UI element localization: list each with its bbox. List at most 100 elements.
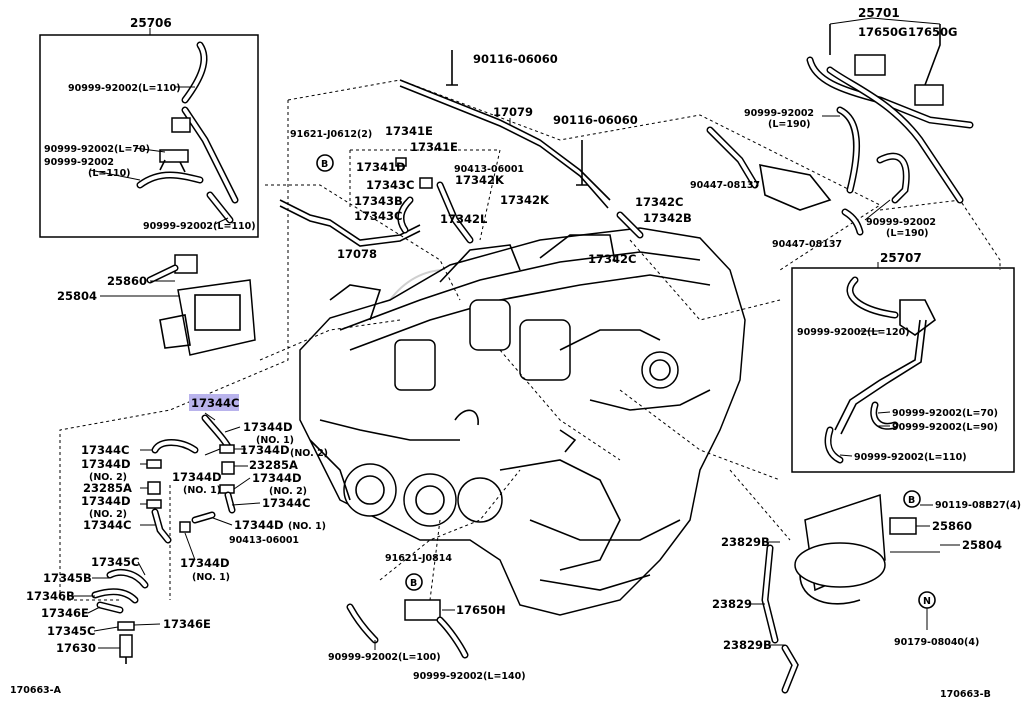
hose-cluster-left (140, 412, 261, 561)
highlight-box (189, 394, 239, 411)
label-no1-a[interactable]: (NO. 1) (256, 435, 294, 446)
label-17344d-c[interactable]: 17344D (81, 457, 131, 471)
label-23829[interactable]: 23829 (712, 597, 752, 611)
label-17344d-a[interactable]: 17344D (243, 420, 293, 434)
label-17344c-highlighted[interactable]: 17344C (191, 396, 239, 410)
label-17342k-a[interactable]: 17342K (455, 173, 505, 187)
assembly-25707 (791, 262, 1015, 473)
label-90999-e[interactable]: 90999-92002(L=120) (797, 327, 910, 338)
label-90413-b[interactable]: 90413-06001 (229, 535, 299, 546)
label-25860-a[interactable]: 25860 (107, 274, 147, 288)
label-90999-g[interactable]: 90999-92002(L=90) (892, 422, 998, 433)
label-17344d-d[interactable]: 17344D (172, 470, 222, 484)
label-17650h[interactable]: 17650H (456, 603, 506, 617)
mark-b-3: B (908, 495, 915, 506)
label-17344c-c[interactable]: 17344C (83, 518, 131, 532)
assembly-25701 (806, 17, 974, 221)
label-17341e-b[interactable]: 17341E (410, 140, 458, 154)
label-90999-a[interactable]: 90999-92002(L=110) (68, 83, 181, 94)
label-90999-r1[interactable]: 90999-92002 (744, 108, 814, 119)
circle-marks: B B B N (321, 159, 931, 607)
label-90999-f[interactable]: 90999-92002(L=70) (892, 408, 998, 419)
label-90413-a[interactable]: 90413-06001 (454, 164, 524, 175)
label-23829b-b[interactable]: 23829B (723, 638, 772, 652)
label-90999-h[interactable]: 90999-92002(L=110) (854, 452, 967, 463)
diagram-code-b: 170663-B (940, 689, 991, 700)
vsv-left (100, 254, 256, 356)
label-90999-d[interactable]: 90999-92002(L=110) (143, 221, 256, 232)
label-17650g-a[interactable]: 17650G (858, 25, 907, 39)
label-17341e-a[interactable]: 17341E (385, 124, 433, 138)
mark-n: N (923, 596, 931, 607)
label-25804-a[interactable]: 25804 (57, 289, 97, 303)
label-17346b[interactable]: 17346B (26, 589, 75, 603)
label-17342c-a[interactable]: 17342C (635, 195, 683, 209)
label-17345b[interactable]: 17345B (43, 571, 92, 585)
label-17342k-b[interactable]: 17342K (500, 193, 550, 207)
label-90119[interactable]: 90119-08B27(4) (935, 500, 1021, 511)
label-17344d-g[interactable]: 17344D (234, 518, 284, 532)
label-17078[interactable]: 17078 (337, 247, 377, 261)
label-25804-b[interactable]: 25804 (962, 538, 1002, 552)
label-no1-d[interactable]: (NO. 1) (192, 572, 230, 583)
label-23285a-a[interactable]: 23285A (249, 458, 298, 472)
label-90179[interactable]: 90179-08040(4) (894, 637, 979, 648)
label-23829b-a[interactable]: 23829B (721, 535, 770, 549)
label-17344c-a[interactable]: 17344C (81, 443, 129, 457)
vsv-right (750, 490, 960, 694)
label-no2-a[interactable]: (NO. 2) (290, 448, 328, 459)
label-90116-b[interactable]: 90116-06060 (553, 113, 638, 127)
label-91621-a[interactable]: 91621-J0612(2) (290, 129, 372, 140)
label-17343c-a[interactable]: 17343C (366, 178, 414, 192)
label-25706[interactable]: 25706 (130, 16, 172, 30)
label-17342l[interactable]: 17342L (440, 212, 488, 226)
label-91621-b[interactable]: 91621-J0814 (385, 553, 452, 564)
label-17342c-b[interactable]: 17342C (588, 252, 636, 266)
label-17345c-a[interactable]: 17345C (91, 555, 139, 569)
label-90999-c[interactable]: 90999-92002 (44, 157, 114, 168)
label-17343c-b[interactable]: 17343C (354, 209, 402, 223)
label-17344c-b[interactable]: 17344C (262, 496, 310, 510)
label-17079[interactable]: 17079 (493, 105, 533, 119)
label-17344d-h[interactable]: 17344D (180, 556, 230, 570)
label-25701[interactable]: 25701 (858, 6, 900, 20)
part-labels: 25706 25701 17650G 17650G 90116-06060 17… (10, 6, 1021, 700)
vacuum-pipes (279, 50, 864, 247)
label-c-length[interactable]: (L=110) (88, 168, 131, 179)
label-no1-c[interactable]: (NO. 1) (288, 521, 326, 532)
label-90447-b[interactable]: 90447-08137 (772, 239, 842, 250)
label-90999-i[interactable]: 90999-92002(L=100) (328, 652, 441, 663)
label-17343b[interactable]: 17343B (354, 194, 403, 208)
label-17344d-e[interactable]: 17344D (252, 471, 302, 485)
label-17345c-b[interactable]: 17345C (47, 624, 95, 638)
label-25860-b[interactable]: 25860 (932, 519, 972, 533)
label-90999-r2[interactable]: 90999-92002 (866, 217, 936, 228)
label-r1-length[interactable]: (L=190) (768, 119, 811, 130)
label-no1-b[interactable]: (NO. 1) (183, 485, 221, 496)
mark-b-2: B (410, 578, 417, 589)
label-17346e-a[interactable]: 17346E (41, 606, 89, 620)
label-r2-length[interactable]: (L=190) (886, 228, 929, 239)
engine-block (299, 227, 746, 616)
label-17344d-b[interactable]: 17344D (240, 443, 290, 457)
label-17346e-b[interactable]: 17346E (163, 617, 211, 631)
label-17344d-f[interactable]: 17344D (81, 494, 131, 508)
hose-cluster-bottom-left (72, 561, 161, 664)
label-17630[interactable]: 17630 (56, 641, 96, 655)
label-no2-b[interactable]: (NO. 2) (89, 472, 127, 483)
label-25707[interactable]: 25707 (880, 251, 922, 265)
label-90447-a[interactable]: 90447-08137 (690, 180, 760, 191)
mark-b-1: B (321, 159, 328, 170)
label-23285a-b[interactable]: 23285A (83, 481, 132, 495)
label-90999-j[interactable]: 90999-92002(L=140) (413, 671, 526, 682)
label-17341d[interactable]: 17341D (356, 160, 406, 174)
label-17650g-b[interactable]: 17650G (908, 25, 957, 39)
label-no2-d[interactable]: (NO. 2) (89, 509, 127, 520)
label-17342b[interactable]: 17342B (643, 211, 692, 225)
assembly-25706 (39, 28, 259, 238)
label-no2-c[interactable]: (NO. 2) (269, 486, 307, 497)
label-90116-a[interactable]: 90116-06060 (473, 52, 558, 66)
label-90999-b[interactable]: 90999-92002(L=70) (44, 144, 150, 155)
